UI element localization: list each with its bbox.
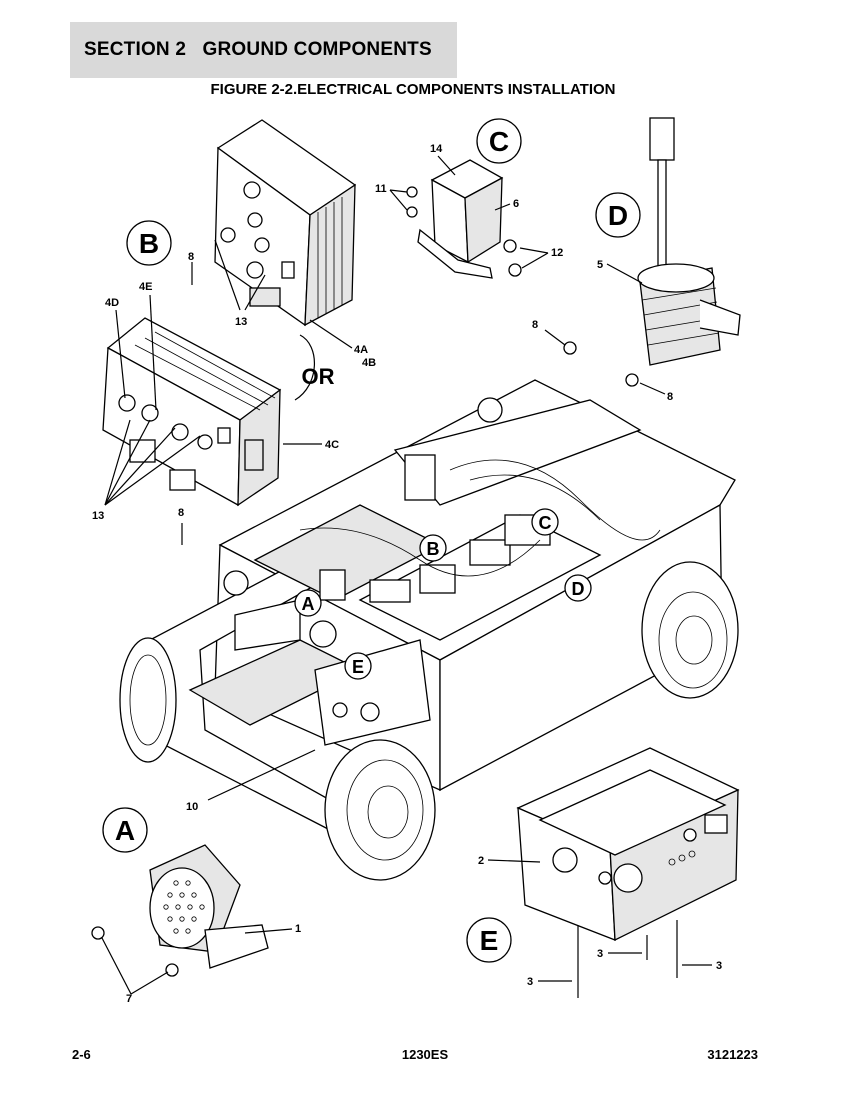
- callout-8-b: 8: [188, 251, 194, 263]
- callout-4d: 4D: [105, 297, 119, 309]
- callout-1: 1: [295, 923, 301, 935]
- marker-b-label: B: [427, 539, 440, 559]
- callout-12: 12: [551, 247, 563, 259]
- machine-detail-markers: A B C D E: [294, 508, 592, 680]
- marker-d-label: D: [572, 579, 585, 599]
- callout-4a: 4A: [354, 344, 368, 356]
- figure-title-text: FIGURE 2-2.ELECTRICAL COMPONENTS INSTALL…: [210, 81, 616, 98]
- footer-doc-number: 3121223: [707, 1047, 758, 1062]
- callout-3-left: 3: [527, 976, 533, 988]
- detail-a-alarm: A: [91, 807, 269, 977]
- marker-c-label: C: [539, 513, 552, 533]
- callout-8-controller: 8: [178, 507, 184, 519]
- callout-13-bottom: 13: [92, 510, 104, 522]
- callout-7: 7: [126, 993, 132, 1005]
- callout-8-d-lower: 8: [667, 391, 673, 403]
- callout-3-right: 3: [716, 960, 722, 972]
- section-header-bar: SECTION 2 GROUND COMPONENTS: [70, 22, 457, 78]
- callout-4c: 4C: [325, 439, 339, 451]
- callout-13-top: 13: [235, 316, 247, 328]
- callout-8-d-upper: 8: [532, 319, 538, 331]
- callout-14: 14: [430, 143, 443, 155]
- callout-3-middle: 3: [597, 948, 603, 960]
- detail-e-control-box: E: [466, 747, 740, 998]
- callout-6: 6: [513, 198, 519, 210]
- callout-11: 11: [375, 183, 387, 195]
- section-title: SECTION 2 GROUND COMPONENTS: [84, 39, 432, 60]
- detail-d-assembly: D: [563, 117, 741, 387]
- callout-5: 5: [597, 259, 603, 271]
- detail-d-letter: D: [608, 200, 628, 231]
- callout-labels: 8 13 4A 4B 4E 4D 4C 13 8 10 14 11 6 12 5…: [92, 143, 722, 1005]
- detail-c-bracket: C: [406, 118, 522, 279]
- callout-4b: 4B: [362, 357, 376, 369]
- footer-model: 1230ES: [401, 1047, 449, 1062]
- machine-base-illustration: [119, 379, 739, 881]
- marker-e-label: E: [352, 657, 364, 677]
- figure-title: FIGURE 2-2.ELECTRICAL COMPONENTS INSTALL…: [0, 81, 850, 98]
- or-label: OR: [302, 364, 335, 389]
- callout-2: 2: [478, 855, 484, 867]
- callout-4e: 4E: [139, 281, 152, 293]
- callout-10: 10: [186, 801, 198, 813]
- detail-a-letter: A: [115, 815, 135, 846]
- marker-a-label: A: [302, 594, 315, 614]
- detail-c-letter: C: [489, 126, 509, 157]
- leader-lines: [101, 155, 712, 995]
- detail-b-letter: B: [139, 228, 159, 259]
- footer-page-number: 2-6: [72, 1047, 91, 1062]
- detail-e-letter: E: [480, 925, 499, 956]
- detail-b-controllers: B OR: [102, 119, 357, 507]
